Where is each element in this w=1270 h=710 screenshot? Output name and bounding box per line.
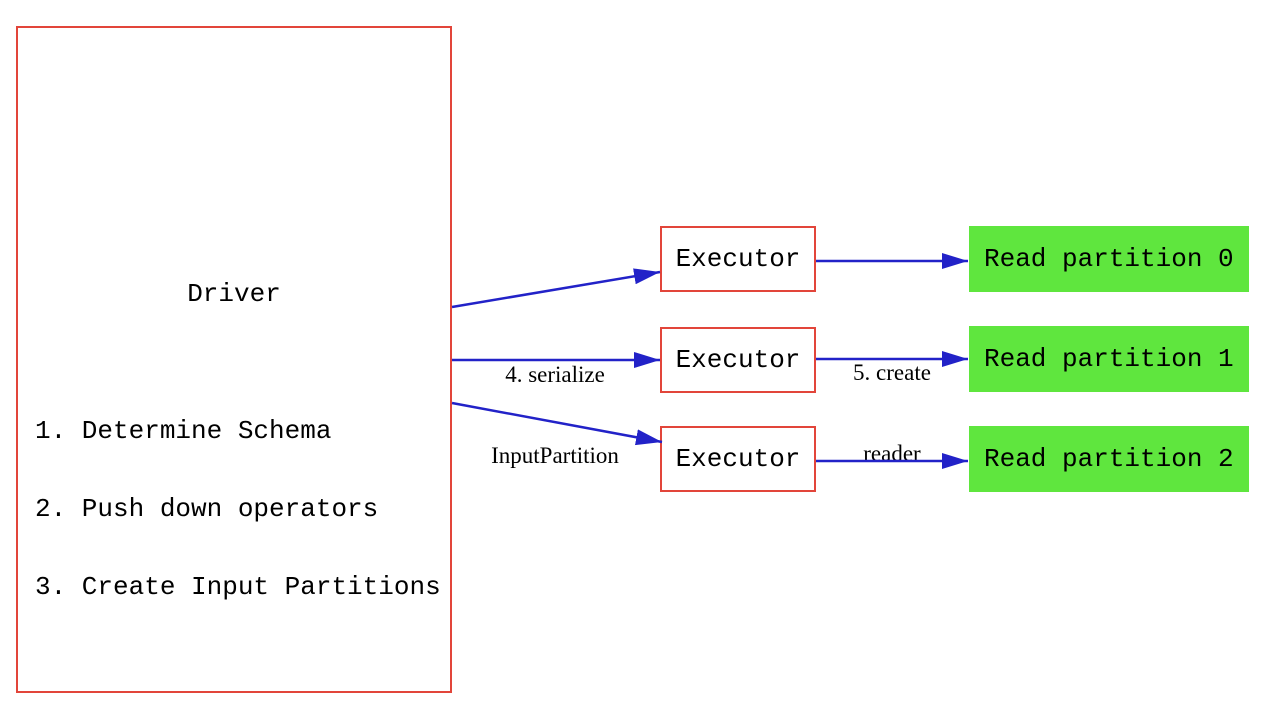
executor-box-3: Executor [660, 426, 816, 492]
executor-label-1: Executor [675, 244, 801, 274]
driver-step-2: 2. Push down operators [35, 494, 379, 524]
read-partition-label-0: Read partition 0 [984, 244, 1234, 274]
label-serialize-line1: 4. serialize [505, 362, 605, 387]
read-partition-box-1: Read partition 1 [969, 326, 1249, 392]
driver-steps-list: 1. Determine Schema 2. Push down operato… [35, 366, 441, 652]
label-create-reader: 5. create reader [817, 305, 967, 521]
executor-box-2: Executor [660, 327, 816, 393]
arrow-driver-to-executor-1 [451, 268, 661, 309]
label-reader-line2: reader [863, 441, 921, 466]
driver-box: Driver 1. Determine Schema 2. Push down … [16, 26, 452, 693]
label-serialize-inputpartition: 4. serialize InputPartition [455, 307, 655, 523]
executor-label-3: Executor [675, 444, 801, 474]
read-partition-label-2: Read partition 2 [984, 444, 1234, 474]
executor-label-2: Executor [675, 345, 801, 375]
read-partition-label-1: Read partition 1 [984, 344, 1234, 374]
executor-box-1: Executor [660, 226, 816, 292]
driver-title: Driver [187, 279, 281, 309]
read-partition-box-2: Read partition 2 [969, 426, 1249, 492]
driver-step-1: 1. Determine Schema [35, 416, 332, 446]
read-partition-box-0: Read partition 0 [969, 226, 1249, 292]
label-serialize-line2: InputPartition [491, 443, 619, 468]
label-reader-line1: 5. create [853, 360, 931, 385]
driver-step-3: 3. Create Input Partitions [35, 572, 441, 602]
